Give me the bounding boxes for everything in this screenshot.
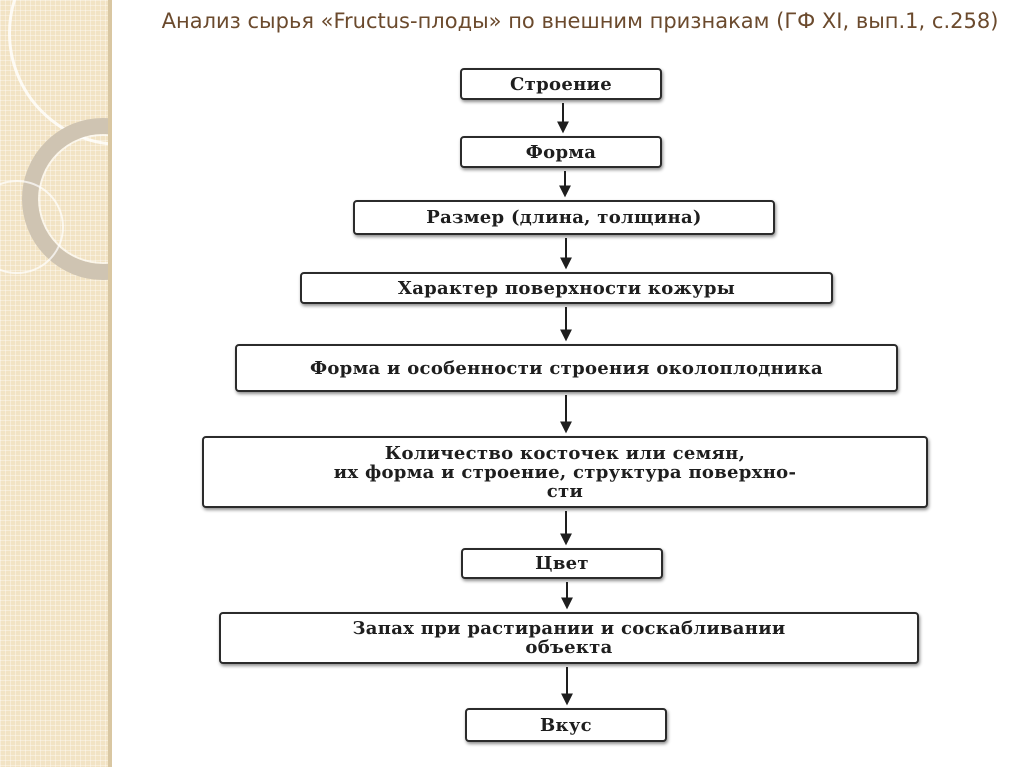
flow-step-7: Цвет	[461, 548, 663, 579]
page-title: Анализ сырья «Fructus-плоды» по внешним …	[161, 9, 999, 33]
strip-edge	[108, 0, 112, 767]
flow-step-6: Количество косточек или семян, их форма …	[202, 436, 928, 508]
flow-step-4: Характер поверхности кожуры	[300, 272, 833, 304]
flow-step-2: Форма	[460, 136, 662, 168]
decorative-side-strip	[0, 0, 112, 767]
flow-step-8: Запах при растирании и соскабливании объ…	[219, 612, 919, 664]
flow-step-1: Строение	[460, 68, 662, 100]
flow-step-9: Вкус	[465, 708, 667, 742]
flow-step-5: Форма и особенности строения околоплодни…	[235, 344, 898, 392]
flow-step-3: Размер (длина, толщина)	[353, 200, 775, 235]
